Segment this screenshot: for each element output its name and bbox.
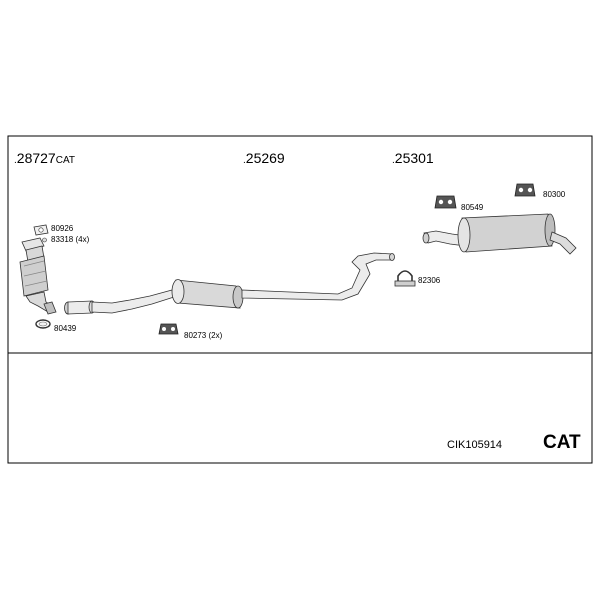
cat-badge: CAT [543, 432, 581, 453]
diagram-frame [7, 135, 593, 464]
gasket-part-number: 80926 [51, 224, 74, 233]
rear-hanger-a-part-number: 80549 [461, 203, 484, 212]
rubber-hanger-icon [514, 183, 536, 197]
catalyst-clamp-part-number: 80439 [54, 324, 77, 333]
gasket-icon [33, 224, 49, 236]
kit-code: CIK105914 [447, 439, 502, 451]
catalyst-icon [19, 237, 57, 315]
middle-silencer-part-number: .25269 [243, 150, 285, 166]
rear-hanger-b-part-number: 80300 [543, 190, 566, 199]
rear-silencer-icon [422, 213, 577, 255]
u-clamp-icon [394, 270, 416, 287]
clamp-ring-icon [35, 319, 51, 329]
bolt-icon [42, 237, 47, 243]
clamp-part-number: 82306 [418, 276, 441, 285]
bolt-part-number: 83318 (4x) [51, 235, 90, 244]
middle-pipe-icon [64, 289, 175, 315]
rear-silencer-part-number: .25301 [392, 150, 434, 166]
rubber-hanger-icon [158, 323, 179, 335]
rubber-hanger-icon [434, 195, 457, 209]
middle-silencer-icon [171, 252, 395, 309]
middle-hanger-part-number: 80273 (2x) [184, 331, 223, 340]
catalyst-part-number: .28727CAT [14, 150, 75, 166]
